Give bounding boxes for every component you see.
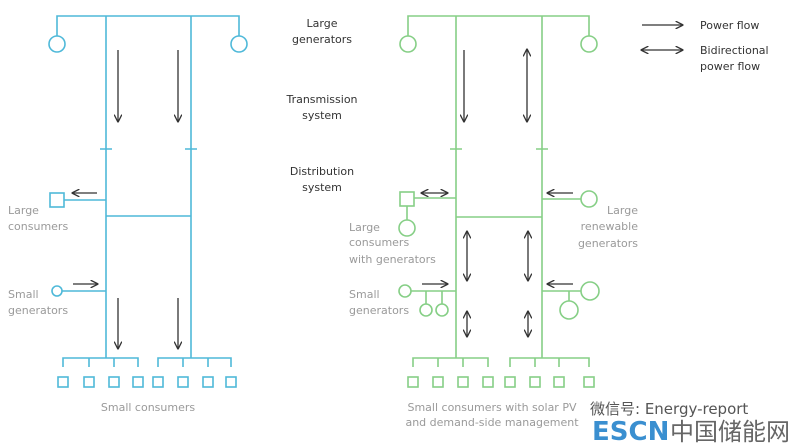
large-generator-icon (399, 35, 417, 53)
consumer-generator-icon (398, 219, 416, 237)
power-flow-arrows (73, 50, 178, 348)
small-generator-icon (419, 303, 433, 317)
renewable-generator-icon (580, 190, 598, 208)
label-large-consumers-3: with generators (349, 253, 436, 266)
watermark-brand-cn: 中国储能网 (670, 418, 790, 444)
traditional-grid: Large consumers Small generators Small c… (8, 15, 248, 414)
label-large-generators-2: generators (292, 33, 352, 46)
label-transmission-2: system (302, 109, 342, 122)
large-generator-icon (580, 35, 598, 53)
label-small-generators-2: generators (8, 304, 68, 317)
label-large-renewable-3: generators (578, 237, 638, 250)
label-small-consumers: Small consumers (101, 401, 196, 414)
label-large-renewable-2: renewable (581, 220, 639, 233)
label-large-consumers: Large (349, 221, 380, 234)
legend-power-flow: Power flow (700, 19, 759, 32)
small-generator-icon (51, 285, 63, 297)
center-labels: Large generators Transmission system Dis… (285, 17, 357, 194)
large-generator-icon (230, 35, 248, 53)
small-consumer-icons (407, 376, 595, 388)
small-consumer-icons (57, 376, 237, 388)
watermark-wechat: 微信号: Energy-report (590, 400, 748, 418)
label-transmission: Transmission (285, 93, 357, 106)
small-generator-icon (435, 303, 449, 317)
legend-bidirectional-2: power flow (700, 60, 760, 73)
renewable-generator-icon (559, 300, 579, 320)
label-small-consumers-2: and demand-side management (405, 416, 579, 429)
label-small-generators-2: generators (349, 304, 409, 317)
label-distribution: Distribution (290, 165, 354, 178)
label-large-consumers-2: consumers (8, 220, 68, 233)
renewable-generator-icon (580, 281, 600, 301)
legend-bidirectional: Bidirectional (700, 44, 769, 57)
small-generator-icon (398, 284, 412, 298)
label-large-consumers-2: consumers (349, 236, 409, 249)
watermark: 微信号: Energy-report ESCN 中国储能网 (590, 400, 790, 444)
modern-grid: Large consumers with generators Large re… (349, 15, 639, 429)
legend: Power flow Bidirectional power flow (642, 19, 769, 73)
label-large-consumers: Large (8, 204, 39, 217)
label-small-consumers: Small consumers with solar PV (407, 401, 576, 414)
large-consumer-icon (49, 192, 65, 208)
label-large-renewable: Large (607, 204, 638, 217)
power-flow-arrows (422, 50, 573, 336)
label-small-generators: Small (8, 288, 39, 301)
large-generator-icon (48, 35, 66, 53)
label-small-generators: Small (349, 288, 380, 301)
label-distribution-2: system (302, 181, 342, 194)
large-consumer-icon (399, 191, 415, 207)
watermark-brand: ESCN (592, 417, 669, 444)
label-large-generators: Large (307, 17, 338, 30)
